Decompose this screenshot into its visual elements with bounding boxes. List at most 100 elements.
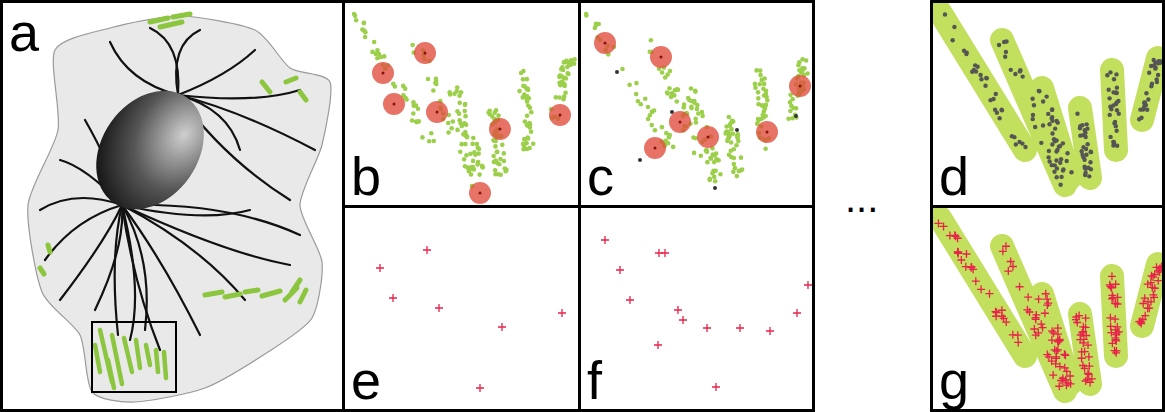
estimate-cross [1153, 263, 1161, 271]
localization-dot [620, 67, 625, 72]
localization-dot [735, 174, 740, 179]
localization-dot [705, 160, 710, 165]
localization-dot [522, 145, 527, 150]
localization-dot [671, 145, 676, 150]
localization-dot [429, 131, 434, 136]
adhesion [40, 268, 44, 274]
localization-dot [712, 160, 717, 165]
localization-dot [788, 100, 793, 105]
localization-dot [446, 121, 451, 126]
localization-dot [446, 130, 451, 135]
estimate-dot [1117, 112, 1121, 116]
filament [150, 28, 178, 95]
localization-dot [704, 148, 709, 153]
localization-dot [471, 159, 476, 164]
localization-dot [561, 68, 566, 73]
localization-dot [686, 96, 691, 101]
estimate-dot [1154, 77, 1158, 81]
estimate-cross [423, 246, 431, 254]
estimate-cross [967, 264, 975, 272]
localization-dot [756, 96, 761, 101]
estimate-dot [991, 97, 995, 101]
estimate-cross [1042, 290, 1050, 298]
localization-dot [486, 110, 491, 115]
localization-dot [731, 119, 736, 124]
localization-dot [517, 89, 522, 94]
fit-circle [756, 121, 778, 143]
localization-dot [584, 13, 589, 18]
estimate-dot [1153, 66, 1157, 70]
estimate-cross [626, 296, 634, 304]
estimate-dot [952, 25, 956, 29]
estimate-cross [1114, 293, 1122, 301]
estimate-cross [1043, 351, 1051, 359]
localization-dot [800, 57, 805, 62]
localization-dot [495, 150, 500, 155]
estimate-cross [1055, 382, 1063, 390]
localization-dot [462, 157, 467, 162]
estimate-cross [679, 316, 687, 324]
localization-dot [692, 100, 697, 105]
filament [110, 42, 178, 95]
localization-dot [718, 172, 723, 177]
localization-dot [473, 152, 478, 157]
fit-circle [644, 137, 666, 159]
localization-dot [693, 89, 698, 94]
estimate-dot [1050, 108, 1054, 112]
estimate-cross [793, 309, 801, 317]
localization-dot [756, 117, 761, 122]
estimate-cross [616, 266, 624, 274]
estimate-cross [962, 250, 970, 258]
previous-dot [713, 186, 717, 190]
estimate-dot [1054, 138, 1058, 142]
localization-dot [477, 147, 482, 152]
localization-dot [665, 91, 670, 96]
estimate-dot [994, 92, 998, 96]
estimate-dot [1054, 149, 1058, 153]
estimate-dot [1031, 117, 1035, 121]
localization-dot [525, 94, 530, 99]
estimate-dot [1088, 160, 1092, 164]
filament [176, 30, 200, 95]
estimate-dot [1030, 97, 1034, 101]
panel-letter: g [939, 353, 969, 407]
estimate-dot [1108, 135, 1112, 139]
adhesion [150, 18, 168, 22]
localization-dot [561, 97, 566, 102]
estimate-cross [1115, 328, 1123, 336]
adhesion-band [1080, 108, 1090, 178]
estimate-cross [1060, 350, 1068, 358]
localization-dot [729, 140, 734, 145]
estimate-dot [1142, 100, 1146, 104]
estimate-dot [943, 12, 947, 16]
fit-circle [697, 126, 719, 148]
localization-dot [362, 28, 367, 33]
filament [122, 205, 300, 235]
filament [122, 205, 160, 350]
estimate-cross [376, 264, 384, 272]
localization-dot [459, 90, 464, 95]
localization-dot [463, 164, 468, 169]
localization-dot [526, 135, 531, 140]
estimate-cross [1035, 295, 1043, 303]
estimate-cross [1054, 330, 1062, 338]
estimate-cross [968, 263, 976, 271]
localization-dot [477, 172, 482, 177]
fit-center [679, 121, 682, 124]
estimate-dot [1089, 167, 1093, 171]
localization-dot [568, 62, 573, 67]
estimate-dot [974, 69, 978, 73]
localization-dot [709, 156, 714, 161]
estimate-dot [1003, 55, 1007, 59]
estimate-dot [1079, 149, 1083, 153]
estimate-dot [1111, 140, 1115, 144]
estimate-cross [736, 324, 744, 332]
localization-dot [463, 102, 468, 107]
estimate-cross [954, 248, 962, 256]
localization-dot [403, 86, 408, 91]
localization-dot [758, 73, 763, 78]
localization-dot [490, 114, 495, 119]
estimate-cross [1030, 325, 1038, 333]
localization-dot [643, 96, 648, 101]
fit-center [382, 72, 385, 75]
